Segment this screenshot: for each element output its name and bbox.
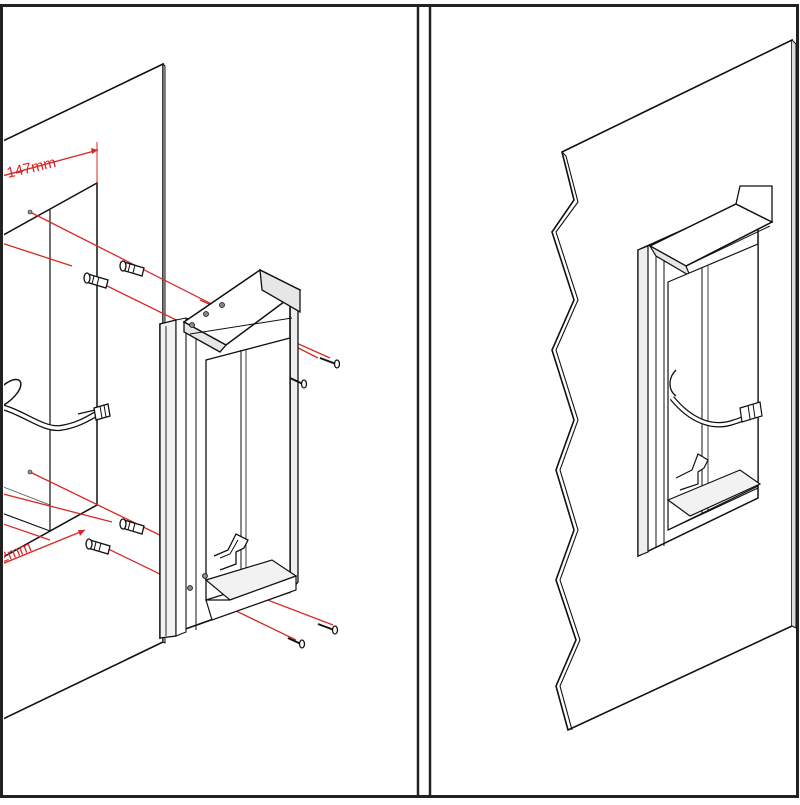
wall-recess	[4, 181, 98, 558]
drill-hole	[27, 209, 33, 215]
screw-icon	[319, 357, 341, 369]
screw-icon	[317, 623, 339, 635]
mounting-hook	[213, 533, 249, 571]
mounting-hook	[675, 453, 709, 491]
cable-installed	[669, 369, 763, 428]
panel-frames	[0, 4, 799, 798]
anchor-icon	[83, 272, 109, 289]
box-screws	[287, 357, 341, 649]
screw-icon	[287, 637, 306, 649]
panel-step-2	[551, 38, 797, 732]
anchor-icon	[119, 260, 145, 277]
panel-step-1: 147mm 12mm	[4, 62, 341, 720]
anchor-icon	[119, 518, 145, 535]
cable	[4, 378, 111, 432]
outer-frame	[0, 4, 799, 798]
anchor-icon	[85, 538, 111, 555]
screw-icon	[289, 377, 308, 389]
wall-anchors	[83, 260, 145, 555]
cable-connector	[77, 403, 111, 421]
drill-hole	[27, 469, 33, 475]
back-box	[159, 268, 302, 640]
installed-back-box	[637, 185, 774, 558]
